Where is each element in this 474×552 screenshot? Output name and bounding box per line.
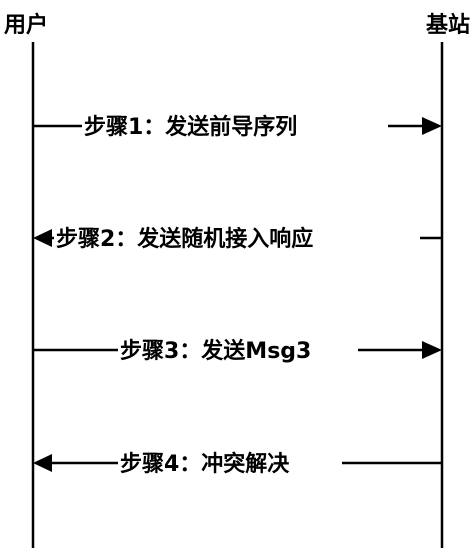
message-3: 步骤3：发送Msg3 (33, 338, 442, 364)
message-3-label: 步骤3：发送Msg3 (120, 338, 311, 364)
message-2-label: 步骤2：发送随机接入响应 (56, 226, 313, 252)
message-4: 步骤4：冲突解决 (33, 451, 442, 477)
message-1: 步骤1：发送前导序列 (33, 114, 442, 140)
user-lifeline-label: 用户 (4, 12, 48, 38)
base-station-lifeline-label: 基站 (426, 13, 470, 38)
message-2: 步骤2：发送随机接入响应 (33, 226, 442, 252)
message-1-arrowhead (422, 117, 442, 135)
message-3-arrowhead (422, 341, 442, 359)
message-4-label: 步骤4：冲突解决 (120, 451, 290, 477)
message-2-arrowhead (33, 229, 52, 247)
message-1-label: 步骤1：发送前导序列 (84, 114, 297, 140)
message-4-arrowhead (33, 454, 52, 472)
